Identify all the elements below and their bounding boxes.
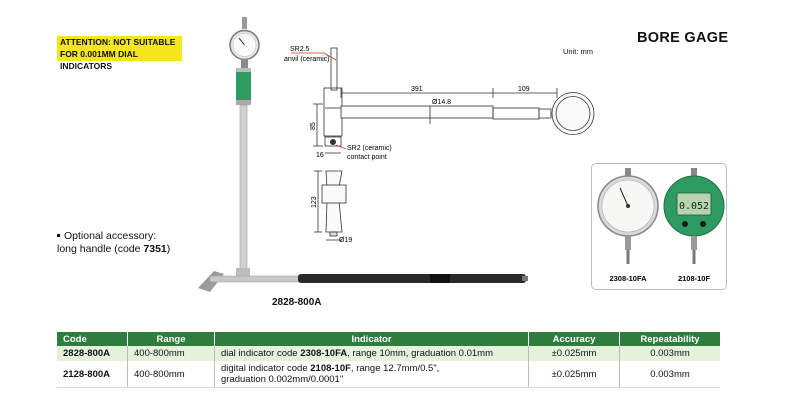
indicator-text-end: , range 12.7mm/0.5",	[350, 363, 440, 374]
digital-reading: 0.052	[679, 201, 709, 212]
attention-notice: ATTENTION: NOT SUITABLE FOR 0.001MM DIAL…	[57, 36, 182, 71]
cell-repeatability: 0.003mm	[619, 346, 720, 361]
cell-indicator: digital indicator code 2108-10F, range 1…	[214, 361, 529, 388]
drawing-leaders	[291, 52, 347, 150]
cell-accuracy: ±0.025mm	[528, 346, 620, 361]
cell-range: 400-800mm	[127, 361, 215, 388]
indicator-text: dial indicator code	[221, 348, 301, 359]
dim-391: 391	[411, 86, 423, 93]
accessory-code: 7351	[143, 243, 167, 255]
dim-109: 109	[518, 86, 530, 93]
indicator-code: 2108-10F	[310, 363, 351, 374]
digital-indicator-label: 2108-10F	[678, 274, 711, 283]
optional-accessory-note: Optional accessory: long handle (code 73…	[57, 230, 170, 256]
dial-indicator-icon	[597, 168, 659, 264]
bore-gage-illustration: SR2.5 anvil (ceramic) 391 109 Ø14.8 85 1…	[198, 17, 595, 292]
product-dial-indicator	[229, 17, 260, 69]
cell-accuracy: ±0.025mm	[528, 361, 620, 388]
table-row: 2128-800A 400-800mm digital indicator co…	[57, 361, 720, 388]
col-code: Code	[57, 332, 128, 346]
dim-sr2: SR2 (ceramic)	[347, 145, 392, 152]
dim-dia-19: Ø19	[339, 237, 352, 244]
accessory-line-2-end: )	[166, 243, 171, 255]
cell-code: 2128-800A	[57, 361, 128, 388]
model-label: 2828-800A	[272, 297, 322, 308]
spec-table: Code Range Indicator Accuracy Repeatabil…	[57, 332, 720, 388]
drawing-side-view	[313, 47, 595, 154]
table-header-row: Code Range Indicator Accuracy Repeatabil…	[57, 332, 720, 346]
unit-label: Unit: mm	[563, 47, 593, 56]
accessory-line-2: long handle (code	[57, 243, 144, 255]
dial-indicator-label: 2308-10FA	[609, 274, 647, 283]
dim-16: 16	[316, 152, 324, 159]
cell-indicator: dial indicator code 2308-10FA, range 10m…	[214, 346, 529, 361]
indicator-photos-drawing: 0.052 2308-10FA 2108-10F	[597, 168, 725, 283]
product-shaft	[236, 104, 250, 282]
col-accuracy: Accuracy	[528, 332, 620, 346]
dim-85: 85	[310, 122, 317, 130]
dim-anvil-label: anvil (ceramic)	[284, 56, 330, 63]
page-title: BORE GAGE	[637, 30, 729, 46]
col-repeatability: Repeatability	[619, 332, 720, 346]
cell-code: 2828-800A	[57, 346, 128, 361]
table-row: 2828-800A 400-800mm dial indicator code …	[57, 346, 720, 361]
cell-repeatability: 0.003mm	[619, 361, 720, 388]
indicator-photos: 0.052 2308-10FA 2108-10F	[591, 163, 727, 290]
drawing-contact-point	[314, 170, 347, 241]
attention-line-2: FOR 0.001MM DIAL INDICATORS	[60, 49, 138, 71]
dim-dia-148: Ø14.8	[432, 99, 451, 106]
indicator-text-line-2: graduation 0.002mm/0.0001"	[221, 374, 344, 385]
col-indicator: Indicator	[214, 332, 529, 346]
dim-123: 123	[311, 196, 318, 208]
bullet-icon	[57, 234, 60, 237]
indicator-text: digital indicator code	[221, 363, 311, 374]
dim-contact-label: contact point	[347, 154, 387, 161]
col-range: Range	[127, 332, 215, 346]
dim-sr25: SR2.5	[290, 46, 310, 53]
digital-indicator-icon: 0.052	[663, 168, 725, 264]
indicator-code: 2308-10FA	[300, 348, 348, 359]
accessory-line-1: Optional accessory:	[64, 230, 157, 242]
attention-line-1: ATTENTION: NOT SUITABLE	[60, 37, 176, 47]
cell-range: 400-800mm	[127, 346, 215, 361]
indicator-text-end: , range 10mm, graduation 0.01mm	[347, 348, 493, 359]
product-handle	[236, 68, 251, 105]
product-long-handle	[198, 271, 528, 292]
